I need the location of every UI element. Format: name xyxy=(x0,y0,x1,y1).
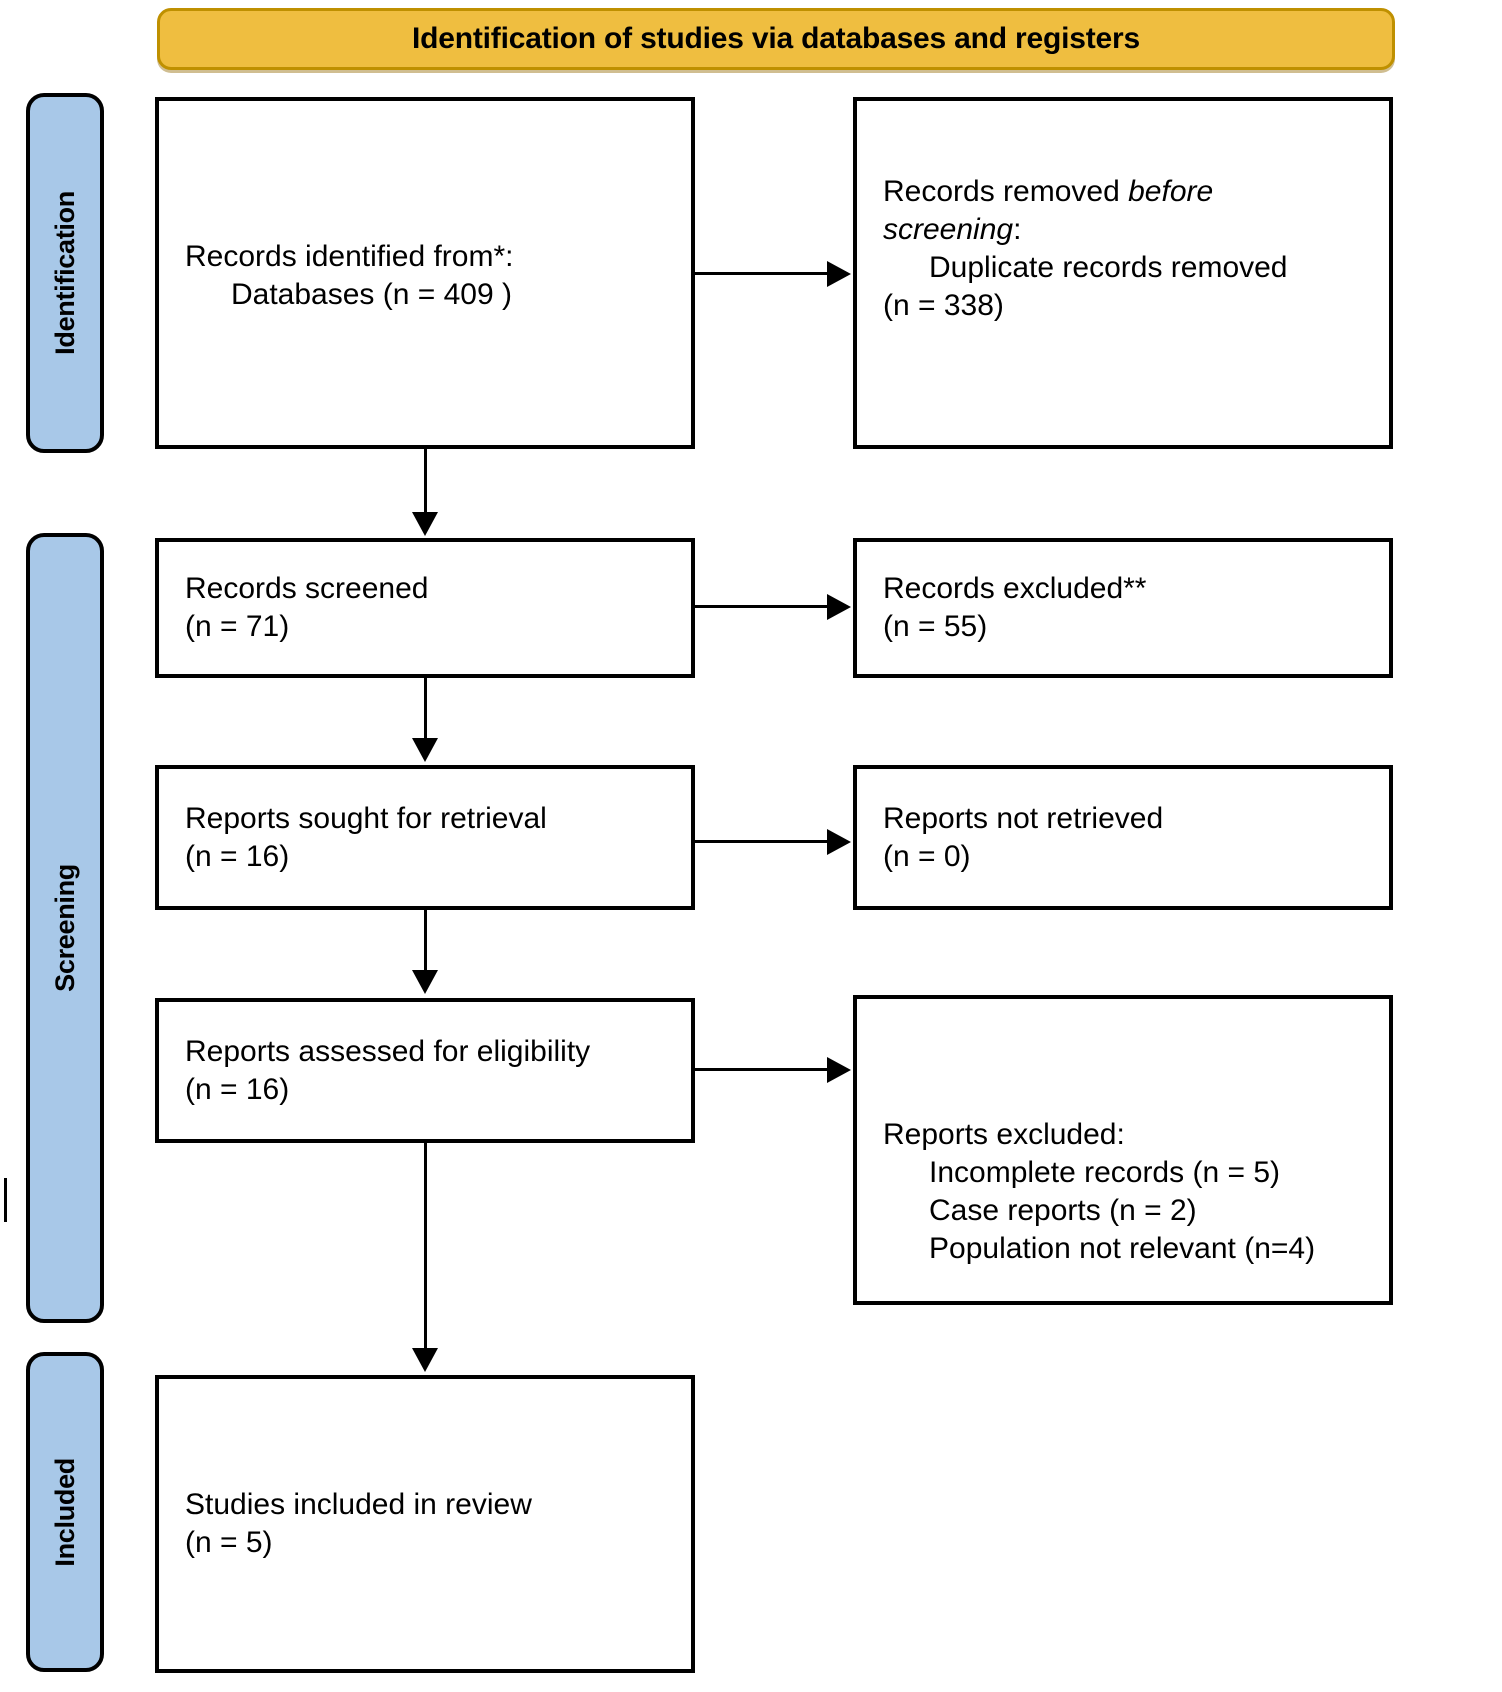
phase-label-screening-text: Screening xyxy=(49,864,80,992)
connector-screened-to-sought xyxy=(424,678,427,740)
node-reports-excluded-text: Reports excluded: Incomplete records (n … xyxy=(883,1116,1363,1267)
phase-label-identification-text: Identification xyxy=(49,191,80,355)
node-reports-assessed: Reports assessed for eligibility (n = 16… xyxy=(155,998,695,1143)
node-studies-included-line-2: (n = 5) xyxy=(185,1526,273,1559)
arrow-down-icon-identified-to-screened xyxy=(412,512,438,536)
diagram-header-banner: Identification of studies via databases … xyxy=(157,8,1395,70)
node-reports-excluded: Reports excluded: Incomplete records (n … xyxy=(853,995,1393,1305)
node-reports-assessed-line-1: Reports assessed for eligibility xyxy=(185,1034,591,1068)
arrow-right-icon-screened-to-excluded xyxy=(827,594,851,620)
node-records-screened: Records screened (n = 71) xyxy=(155,538,695,678)
node-records-removed: Records removed before screening: Duplic… xyxy=(853,97,1393,449)
node-reports-excluded-item-2: Case reports (n = 2) xyxy=(929,1194,1197,1227)
node-reports-not-retrieved-text: Reports not retrieved (n = 0) xyxy=(883,800,1363,876)
node-reports-sought: Reports sought for retrieval (n = 16) xyxy=(155,765,695,910)
node-reports-not-retrieved-line-1: Reports not retrieved xyxy=(883,801,1164,835)
connector-sought-to-not-retrieved xyxy=(695,840,829,843)
connector-assessed-to-excluded-reports xyxy=(695,1068,829,1071)
node-reports-sought-line-2: (n = 16) xyxy=(185,839,290,873)
node-records-removed-line-3: Duplicate records removed xyxy=(929,251,1288,284)
node-studies-included-line-1: Studies included in review xyxy=(185,1488,532,1522)
node-studies-included-text: Studies included in review (n = 5) xyxy=(185,1486,665,1562)
node-records-identified-text: Records identified from*: Databases (n =… xyxy=(185,238,665,314)
phase-label-included-text: Included xyxy=(49,1457,80,1567)
page-edge-tick-mark xyxy=(4,1178,7,1222)
records-removed-prefix: Records removed xyxy=(883,175,1129,209)
node-records-screened-line-2: (n = 71) xyxy=(185,610,290,643)
arrow-right-icon-sought-to-not-retrieved xyxy=(827,829,851,855)
arrow-right-icon-identified-to-removed xyxy=(827,261,851,287)
records-removed-italic-before: before xyxy=(1128,175,1214,209)
records-removed-italic-screening: screening xyxy=(883,213,1014,247)
node-records-screened-text: Records screened (n = 71) xyxy=(185,570,665,646)
node-reports-excluded-item-1: Incomplete records (n = 5) xyxy=(929,1156,1280,1190)
connector-assessed-to-included xyxy=(424,1143,427,1350)
node-reports-assessed-line-2: (n = 16) xyxy=(185,1072,290,1106)
node-records-removed-line-4: (n = 338) xyxy=(883,288,1004,322)
node-records-screened-line-1: Records screened xyxy=(185,572,429,606)
connector-identified-to-screened xyxy=(424,449,427,515)
arrow-down-icon-screened-to-sought xyxy=(412,738,438,762)
node-studies-included: Studies included in review (n = 5) xyxy=(155,1375,695,1673)
node-records-excluded-line-1: Records excluded** xyxy=(883,572,1147,606)
node-reports-excluded-heading: Reports excluded: xyxy=(883,1118,1125,1152)
phase-label-identification: Identification xyxy=(26,93,104,453)
node-reports-sought-text: Reports sought for retrieval (n = 16) xyxy=(185,800,665,876)
node-records-identified-line-2: Databases (n = 409 ) xyxy=(231,278,513,311)
node-reports-not-retrieved: Reports not retrieved (n = 0) xyxy=(853,765,1393,910)
arrow-right-icon-assessed-to-excluded-reports xyxy=(827,1057,851,1083)
node-reports-excluded-item-3: Population not relevant (n=4) xyxy=(929,1231,1316,1265)
node-records-removed-line-2: screening: xyxy=(883,211,1363,249)
arrow-down-icon-assessed-to-included xyxy=(412,1348,438,1372)
phase-label-included: Included xyxy=(26,1352,104,1672)
node-records-identified-line-1: Records identified from*: xyxy=(185,240,514,274)
records-removed-colon: : xyxy=(1013,213,1022,247)
arrow-down-icon-sought-to-assessed xyxy=(412,970,438,994)
banner-title: Identification of studies via databases … xyxy=(412,22,1140,55)
node-records-excluded-line-2: (n = 55) xyxy=(883,610,988,643)
connector-sought-to-assessed xyxy=(424,910,427,973)
node-records-removed-text: Records removed before screening: Duplic… xyxy=(883,173,1363,324)
node-records-identified: Records identified from*: Databases (n =… xyxy=(155,97,695,449)
connector-screened-to-excluded xyxy=(695,605,829,608)
node-reports-assessed-text: Reports assessed for eligibility (n = 16… xyxy=(185,1033,665,1109)
node-reports-sought-line-1: Reports sought for retrieval xyxy=(185,801,547,835)
node-records-excluded-text: Records excluded** (n = 55) xyxy=(883,570,1363,646)
connector-identified-to-removed xyxy=(695,272,829,275)
node-records-removed-line-1: Records removed before xyxy=(883,173,1363,211)
node-reports-not-retrieved-line-2: (n = 0) xyxy=(883,839,971,873)
node-records-excluded: Records excluded** (n = 55) xyxy=(853,538,1393,678)
phase-label-screening: Screening xyxy=(26,533,104,1323)
